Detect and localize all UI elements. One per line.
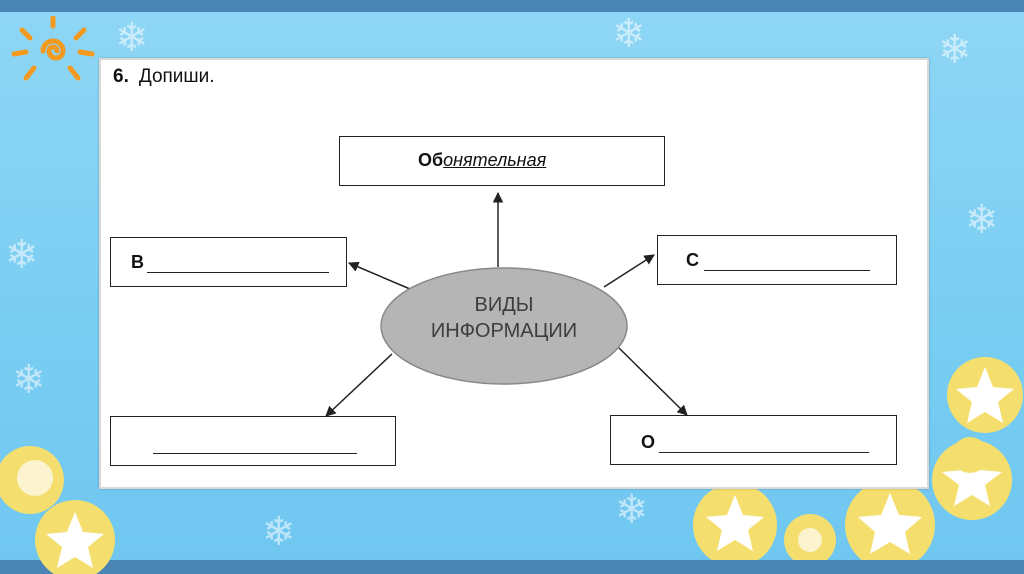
snowflake-icon: ❄ [262,509,296,555]
star-flower-icon [0,446,115,574]
blank-line [147,272,329,273]
arrow-bottom-left [325,353,393,417]
snowflake-icon: ❄ [12,357,46,403]
answer-box-top[interactable]: Обонятельная [339,136,665,186]
snowflake-icon: ❄ [5,232,39,278]
snowflake-icon: ❄ [938,27,972,73]
center-ellipse [380,267,628,385]
answer-box-right[interactable]: С [657,235,897,285]
bottom-border-bar [0,560,1024,574]
blank-line [153,453,357,454]
blank-line [659,452,869,453]
arrow-bottom-right [618,347,688,416]
sun-icon [11,16,95,81]
star-flower-icon [947,357,1023,473]
snowflake-icon: ❄ [965,197,999,243]
arrow-left [348,261,411,290]
center-label-line1: ВИДЫ [474,294,534,316]
answer-box-bottom-left[interactable] [110,416,396,466]
snowflake-icon: ❄ [115,15,149,61]
snowflake-icon: ❄ [612,11,646,57]
task-number: 6. [113,66,129,87]
diagram-arrows [325,191,688,417]
snowflake-icon: ❄ [615,487,649,533]
answer-box-bottom-right[interactable]: О [610,415,897,465]
arrow-right [603,254,655,288]
box-right-prefix: С [686,250,699,270]
task-header: 6. Допиши. [113,66,215,88]
box-top-answer: онятельная [443,150,547,170]
answer-box-left[interactable]: В [110,237,347,287]
blank-line [704,270,870,271]
worksheet-card: 6. Допиши. ВИДЫ ИНФОРМАЦИИ [99,58,929,489]
center-label: ВИДЫ ИНФОРМАЦИИ [384,292,624,344]
center-label-line2: ИНФОРМАЦИИ [430,320,578,342]
task-instruction: Допиши. [138,66,215,87]
box-top-prefix: Об [418,150,444,170]
star-flower-icon [693,440,1012,560]
top-border-bar [0,0,1024,12]
box-bottom-right-prefix: О [641,432,656,452]
box-left-prefix: В [131,252,144,272]
